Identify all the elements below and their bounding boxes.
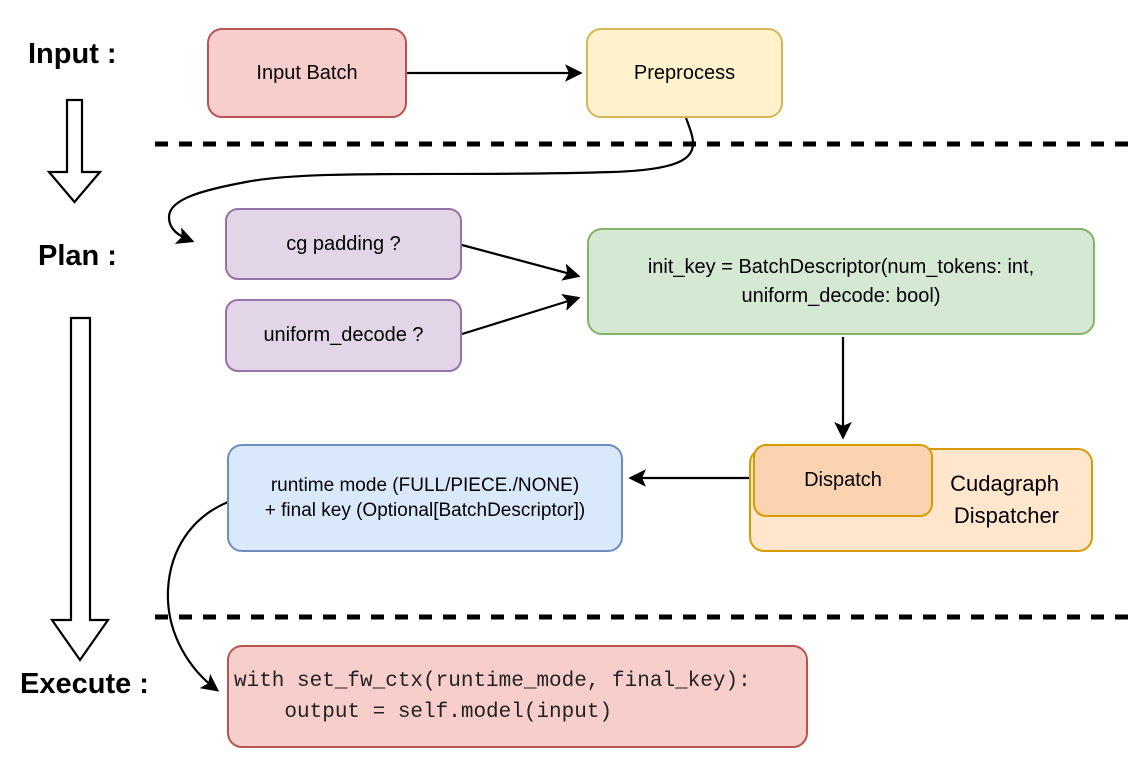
node-dispatch: Dispatch	[753, 444, 933, 517]
node-runtime-mode: runtime mode (FULL/PIECE./NONE) + final …	[227, 444, 623, 552]
plan-stage-down-arrow	[49, 316, 111, 662]
node-input-batch: Input Batch	[207, 28, 407, 118]
node-uniform-decode-label: uniform_decode ?	[263, 324, 424, 346]
node-init-key: init_key = BatchDescriptor(num_tokens: i…	[587, 228, 1095, 335]
arrow-cg-padding-to-init-key	[461, 243, 581, 281]
node-preprocess: Preprocess	[586, 28, 783, 118]
node-init-key-line2: uniform_decode: bool)	[741, 284, 941, 307]
arrow-runtime-to-code	[166, 500, 229, 692]
node-runtime-mode-line2: + final key (Optional[BatchDescriptor])	[264, 500, 586, 521]
node-init-key-line1: init_key = BatchDescriptor(num_tokens: i…	[647, 255, 1035, 278]
node-cudagraph-dispatcher-line1: Cudagraph	[950, 471, 1059, 496]
stage-label-execute: Execute :	[20, 668, 149, 700]
node-input-batch-label: Input Batch	[256, 61, 358, 84]
stage-label-input: Input :	[28, 38, 117, 70]
arrow-uniform-decode-to-init-key	[461, 294, 581, 336]
node-cudagraph-dispatcher-line2: Dispatcher	[953, 503, 1059, 528]
input-stage-down-arrow	[46, 98, 103, 204]
node-preprocess-label: Preprocess	[633, 61, 736, 84]
node-execute-code-line2: output = self.model(input)	[234, 700, 613, 724]
node-execute-code-line1: with set_fw_ctx(runtime_mode, final_key)…	[234, 669, 751, 693]
node-cg-padding-label: cg padding ?	[286, 232, 401, 255]
stage-label-plan: Plan :	[38, 240, 117, 272]
node-dispatch-label: Dispatch	[804, 469, 882, 491]
node-uniform-decode: uniform_decode ?	[225, 299, 462, 372]
node-execute-code: with set_fw_ctx(runtime_mode, final_key)…	[227, 645, 808, 748]
node-runtime-mode-line1: runtime mode (FULL/PIECE./NONE)	[270, 475, 580, 496]
node-cg-padding: cg padding ?	[225, 208, 462, 280]
